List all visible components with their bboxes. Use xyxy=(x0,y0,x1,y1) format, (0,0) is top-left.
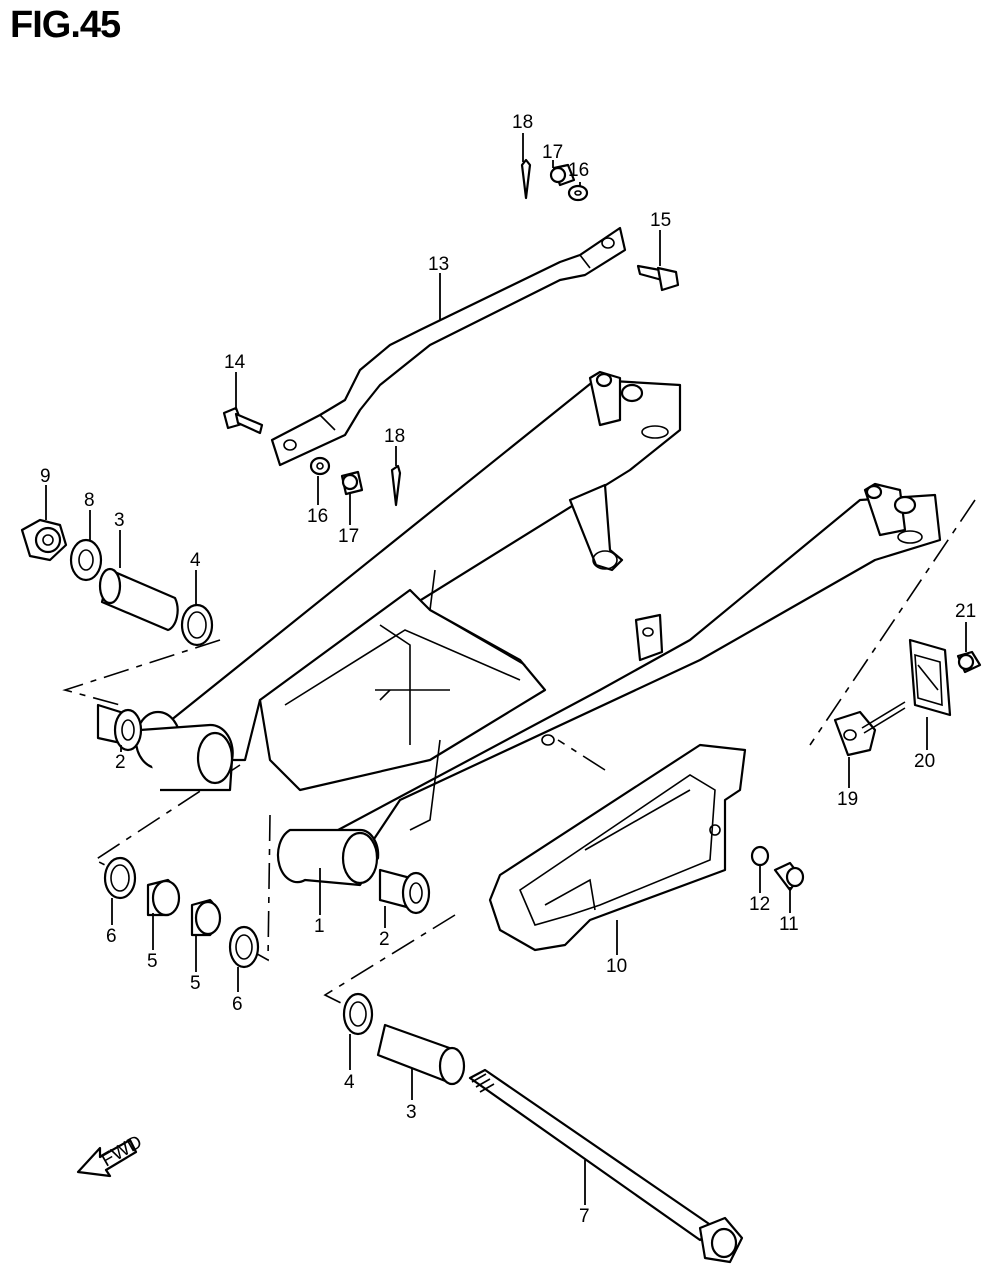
callout-19: 19 xyxy=(837,789,858,810)
torque-link xyxy=(270,226,627,467)
callout-2-lower: 2 xyxy=(379,929,390,950)
hardware xyxy=(20,158,982,1264)
callout-1: 1 xyxy=(314,916,325,937)
callout-17: 17 xyxy=(542,142,563,163)
swingarm xyxy=(134,370,942,887)
callout-5-left: 5 xyxy=(147,951,158,972)
leader-lines xyxy=(45,133,967,1205)
callout-9: 9 xyxy=(40,466,51,487)
callout-8: 8 xyxy=(84,490,95,511)
callout-16-lower: 16 xyxy=(307,506,328,527)
callout-18: 18 xyxy=(512,112,533,133)
callout-6-right: 6 xyxy=(232,994,243,1015)
callout-20: 20 xyxy=(914,751,935,772)
callout-21: 21 xyxy=(955,601,976,622)
fwd-label: FWD xyxy=(98,1131,146,1171)
callout-numbers: 18 17 16 15 13 14 18 16 17 9 8 3 4 2 21 … xyxy=(40,112,976,1227)
callout-10: 10 xyxy=(606,956,627,977)
callout-16: 16 xyxy=(568,160,589,181)
callout-12: 12 xyxy=(749,894,770,915)
callout-4-lower: 4 xyxy=(344,1072,355,1093)
callout-15: 15 xyxy=(650,210,671,231)
callout-5-right: 5 xyxy=(190,973,201,994)
callout-14: 14 xyxy=(224,352,246,373)
callout-6-left: 6 xyxy=(106,926,117,947)
forward-arrow: FWD xyxy=(76,1131,146,1178)
callout-17-lower: 17 xyxy=(338,526,359,547)
callout-2-upper: 2 xyxy=(115,752,126,773)
chain-case xyxy=(488,743,747,952)
callout-18-lower: 18 xyxy=(384,426,405,447)
figure-title: FIG.45 xyxy=(10,4,121,46)
callout-4-upper: 4 xyxy=(190,550,201,571)
callout-3-upper: 3 xyxy=(114,510,125,531)
callout-3-lower: 3 xyxy=(406,1102,417,1123)
callout-7: 7 xyxy=(579,1206,590,1227)
callout-13: 13 xyxy=(428,254,449,275)
callout-11: 11 xyxy=(779,914,799,935)
